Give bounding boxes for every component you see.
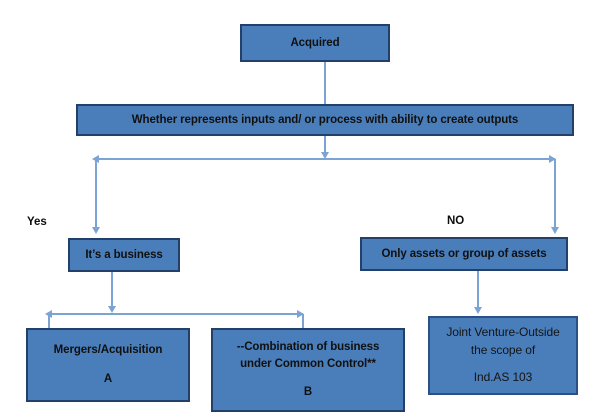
node-assessment[interactable]: Whether represents inputs and/ or proces… xyxy=(76,104,574,136)
node-common-control-tag: B xyxy=(303,386,313,399)
connector-assessment-stem xyxy=(324,136,326,153)
branch-label-no: NO xyxy=(447,215,465,227)
node-joint-venture-label-2: the scope of xyxy=(470,342,536,357)
node-joint-venture-tag: Ind.AS 103 xyxy=(473,370,533,385)
branch-label-yes: Yes xyxy=(27,216,47,228)
connector-assessment-stem-arrow xyxy=(321,152,329,159)
node-its-a-business[interactable]: It’s a business xyxy=(68,238,180,272)
node-mergers-acquisition-label: Mergers/Acquisition xyxy=(53,344,163,357)
connector-yes-branch-arrow xyxy=(92,227,100,234)
node-only-assets[interactable]: Only assets or group of assets xyxy=(360,237,568,271)
node-joint-venture[interactable]: Joint Venture-Outside the scope of Ind.A… xyxy=(428,316,578,395)
node-its-a-business-label: It’s a business xyxy=(85,248,163,261)
split-bus-bottom-right-cap xyxy=(297,310,304,318)
connector-to-common-control xyxy=(302,314,304,330)
connector-business-stem xyxy=(111,272,113,306)
connector-to-mergers xyxy=(48,314,50,330)
node-common-control-label-2: under Common Control** xyxy=(240,357,376,370)
connector-business-stem-arrow xyxy=(108,306,116,313)
node-mergers-acquisition[interactable]: Mergers/Acquisition A xyxy=(26,328,190,402)
connector-yes-branch xyxy=(95,159,97,229)
node-mergers-acquisition-tag: A xyxy=(103,373,113,385)
split-bus-top xyxy=(95,158,555,160)
node-acquired-label: Acquired xyxy=(290,36,340,49)
node-only-assets-label: Only assets or group of assets xyxy=(381,247,547,260)
node-assessment-label: Whether represents inputs and/ or proces… xyxy=(131,113,519,126)
connector-assets-to-joint-venture-arrow xyxy=(474,307,482,314)
connector-acquired-to-assessment xyxy=(324,62,326,104)
connector-assets-to-joint-venture xyxy=(477,271,479,308)
connector-no-branch xyxy=(554,159,556,229)
node-joint-venture-label-1: Joint Venture-Outside xyxy=(446,325,560,340)
node-acquired[interactable]: Acquired xyxy=(240,24,390,62)
split-bus-top-right-cap xyxy=(549,155,556,163)
node-common-control[interactable]: --Combination of business under Common C… xyxy=(211,328,405,412)
node-common-control-label-1: --Combination of business xyxy=(236,340,380,353)
split-bus-bottom xyxy=(48,313,303,315)
connector-no-branch-arrow xyxy=(551,227,559,234)
